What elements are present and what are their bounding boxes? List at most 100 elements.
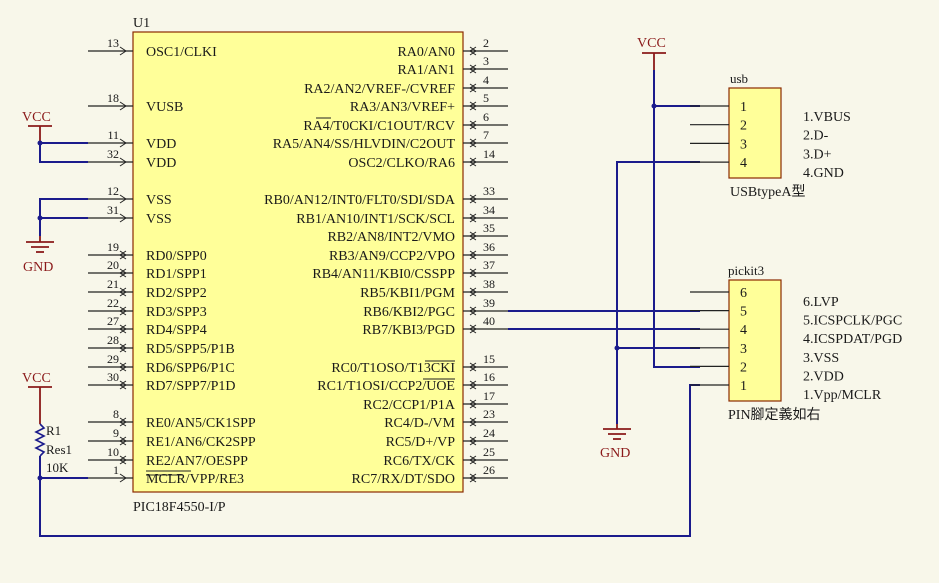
pin-arrow-io bbox=[469, 83, 477, 93]
ic-body[interactable] bbox=[132, 31, 464, 493]
pickit3-pin[interactable]: 6 bbox=[690, 286, 747, 301]
pin-number: 13 bbox=[107, 36, 119, 50]
usb-body[interactable] bbox=[728, 87, 782, 179]
pickit3-pin[interactable]: 4 bbox=[690, 323, 747, 338]
pin-number: 33 bbox=[483, 184, 495, 198]
pin-number: 11 bbox=[107, 128, 119, 142]
pin-arrow bbox=[119, 436, 127, 446]
pin-label: RC6/TX/CK bbox=[383, 454, 455, 469]
pin-label: RD2/SPP2 bbox=[146, 286, 207, 301]
pin-arrow bbox=[119, 324, 127, 334]
pin-label: RB2/AN8/INT2/VMO bbox=[327, 230, 455, 245]
pin-label: RD4/SPP4 bbox=[146, 323, 207, 338]
pin-arrow bbox=[469, 138, 477, 148]
resistor-ref: R1 bbox=[46, 423, 61, 438]
pin-arrow bbox=[469, 157, 477, 167]
usb-pin[interactable]: 4 bbox=[690, 156, 747, 171]
pin-arrow bbox=[469, 306, 477, 316]
usb-pin[interactable]: 2 bbox=[690, 119, 747, 134]
pin-number: 4 bbox=[740, 156, 747, 171]
pin-number: 18 bbox=[107, 91, 119, 105]
pin-arrow bbox=[119, 380, 127, 390]
pin-arrow bbox=[119, 473, 127, 483]
pin-arrow-io bbox=[469, 250, 477, 260]
pin-arrow bbox=[469, 380, 477, 390]
pin-arrow bbox=[119, 306, 127, 316]
pin-arrow bbox=[119, 157, 127, 167]
pin-label: RD7/SPP7/P1D bbox=[146, 379, 235, 394]
pin-arrow bbox=[469, 194, 477, 204]
pin-number: 4 bbox=[740, 323, 747, 338]
pin-label: RB3/AN9/CCP2/VPO bbox=[329, 249, 455, 264]
pin-arrow-io bbox=[469, 287, 477, 297]
pickit3-pin-note: 2.VDD bbox=[803, 369, 844, 384]
ic-u1[interactable]: U1 PIC18F4550-I/P 13OSC1/CLKI18VUSB11VDD… bbox=[88, 16, 508, 515]
pickit3-body[interactable] bbox=[728, 279, 782, 402]
pin-number: 2 bbox=[483, 36, 489, 50]
usb-pin[interactable]: 1 bbox=[690, 100, 747, 115]
pin-label: VSS bbox=[146, 193, 172, 208]
pin-arrow bbox=[119, 455, 127, 465]
pin-label: VSS bbox=[146, 212, 172, 227]
junction-vss bbox=[37, 215, 43, 221]
usb-pin[interactable]: 3 bbox=[690, 137, 747, 152]
pin-label: VDD bbox=[146, 156, 176, 171]
pickit3-pin[interactable]: 5 bbox=[690, 305, 747, 320]
pickit3-pin[interactable]: 2 bbox=[690, 360, 747, 375]
pin-arrow-io bbox=[469, 436, 477, 446]
wire-gnd-right bbox=[616, 161, 700, 424]
pin-arrow bbox=[119, 362, 127, 372]
resistor-r1[interactable]: R1 Res1 10K bbox=[34, 423, 72, 475]
pickit3-pins: 6 5 4 3 2 1 bbox=[690, 286, 747, 394]
pin-arrow bbox=[469, 399, 477, 409]
junction-vdd bbox=[37, 140, 43, 146]
pin-arrow-io bbox=[469, 473, 477, 483]
pickit3-pin[interactable]: 3 bbox=[690, 342, 747, 357]
resistor-r1-body[interactable] bbox=[34, 423, 46, 457]
pin-arrow-io bbox=[469, 306, 477, 316]
pickit3-pin[interactable]: 1 bbox=[690, 379, 747, 394]
